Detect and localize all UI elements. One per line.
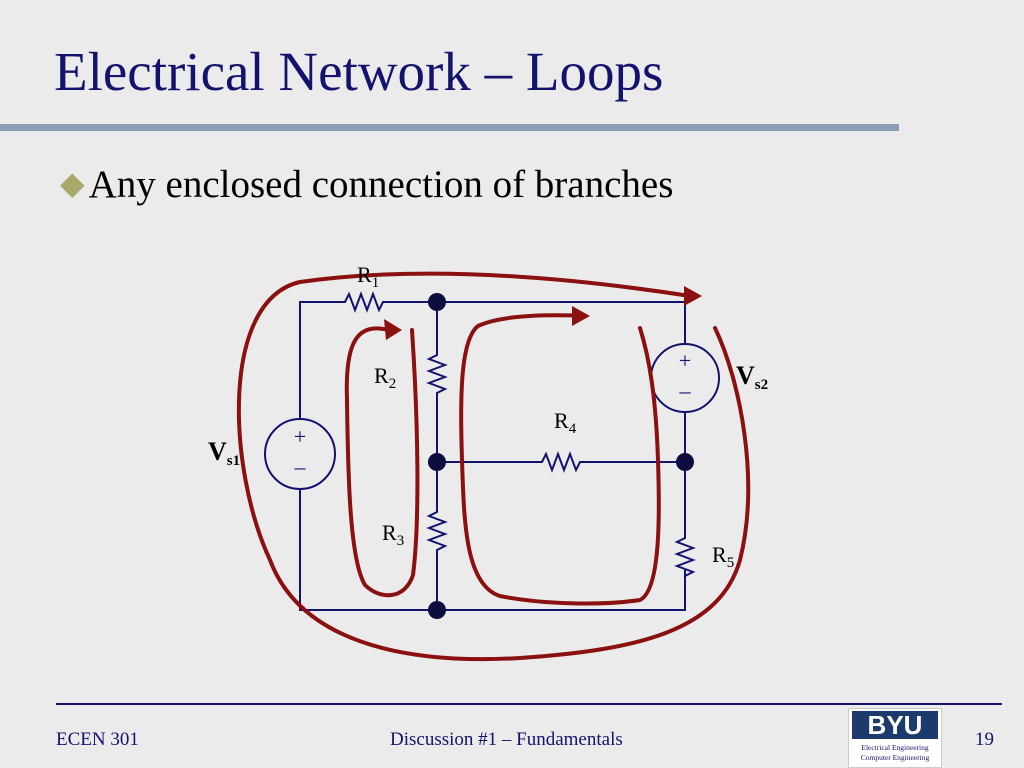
page-number: 19 xyxy=(975,729,994,750)
node-bottom xyxy=(428,601,446,619)
vs1-plus: + xyxy=(294,424,306,449)
bullet-item: ◆Any enclosed connection of branches xyxy=(60,163,674,207)
bullet-text: Any enclosed connection of branches xyxy=(88,163,674,206)
resistor-r4 xyxy=(437,451,685,473)
title-divider xyxy=(0,124,899,131)
byu-logo: BYU Electrical Engineering Computer Engi… xyxy=(848,708,942,768)
resistor-r5 xyxy=(674,462,696,610)
vs2-minus: – xyxy=(679,378,692,403)
logo-line-1: Electrical Engineering xyxy=(861,743,929,752)
loop-outer xyxy=(236,271,751,662)
wire-top xyxy=(299,291,437,420)
source-vs2: + – xyxy=(650,343,720,413)
r3-label: R3 xyxy=(382,520,404,549)
resistor-r2 xyxy=(426,302,448,462)
loop-center xyxy=(459,313,661,606)
loop-left xyxy=(344,326,420,598)
node-middle xyxy=(428,453,446,471)
wire-left-bottom xyxy=(299,488,437,611)
loop-arrowheads xyxy=(384,286,702,340)
source-vs1: + – xyxy=(264,418,336,490)
diamond-bullet-icon: ◆ xyxy=(60,165,85,201)
r4-label: R4 xyxy=(554,408,577,437)
circuit-wires xyxy=(299,291,696,611)
node-right xyxy=(676,453,694,471)
logo-word: BYU xyxy=(867,710,923,740)
loop-paths xyxy=(236,271,751,662)
node-top xyxy=(428,293,446,311)
logo-line-2: Computer Engineering xyxy=(860,753,930,762)
vs2-plus: + xyxy=(679,348,691,373)
loop-outer-arrowhead xyxy=(684,286,702,306)
footer-divider xyxy=(56,703,1002,705)
r1-label: R1 xyxy=(357,262,379,291)
vs2-label: Vs2 xyxy=(736,361,768,393)
vs1-minus: – xyxy=(294,454,307,479)
footer-topic: Discussion #1 – Fundamentals xyxy=(390,729,623,750)
circuit-nodes xyxy=(428,293,694,619)
resistor-r3 xyxy=(426,462,448,610)
r5-label: R5 xyxy=(712,542,734,571)
r2-label: R2 xyxy=(374,363,396,392)
footer-course: ECEN 301 xyxy=(56,729,139,750)
logo-banner xyxy=(852,711,938,739)
slide-title: Electrical Network – Loops xyxy=(54,41,664,102)
loop-left-arrowhead xyxy=(384,319,402,340)
loop-center-arrowhead xyxy=(572,306,590,326)
vs1-label: Vs1 xyxy=(208,437,240,469)
wire-top-right xyxy=(437,301,686,350)
